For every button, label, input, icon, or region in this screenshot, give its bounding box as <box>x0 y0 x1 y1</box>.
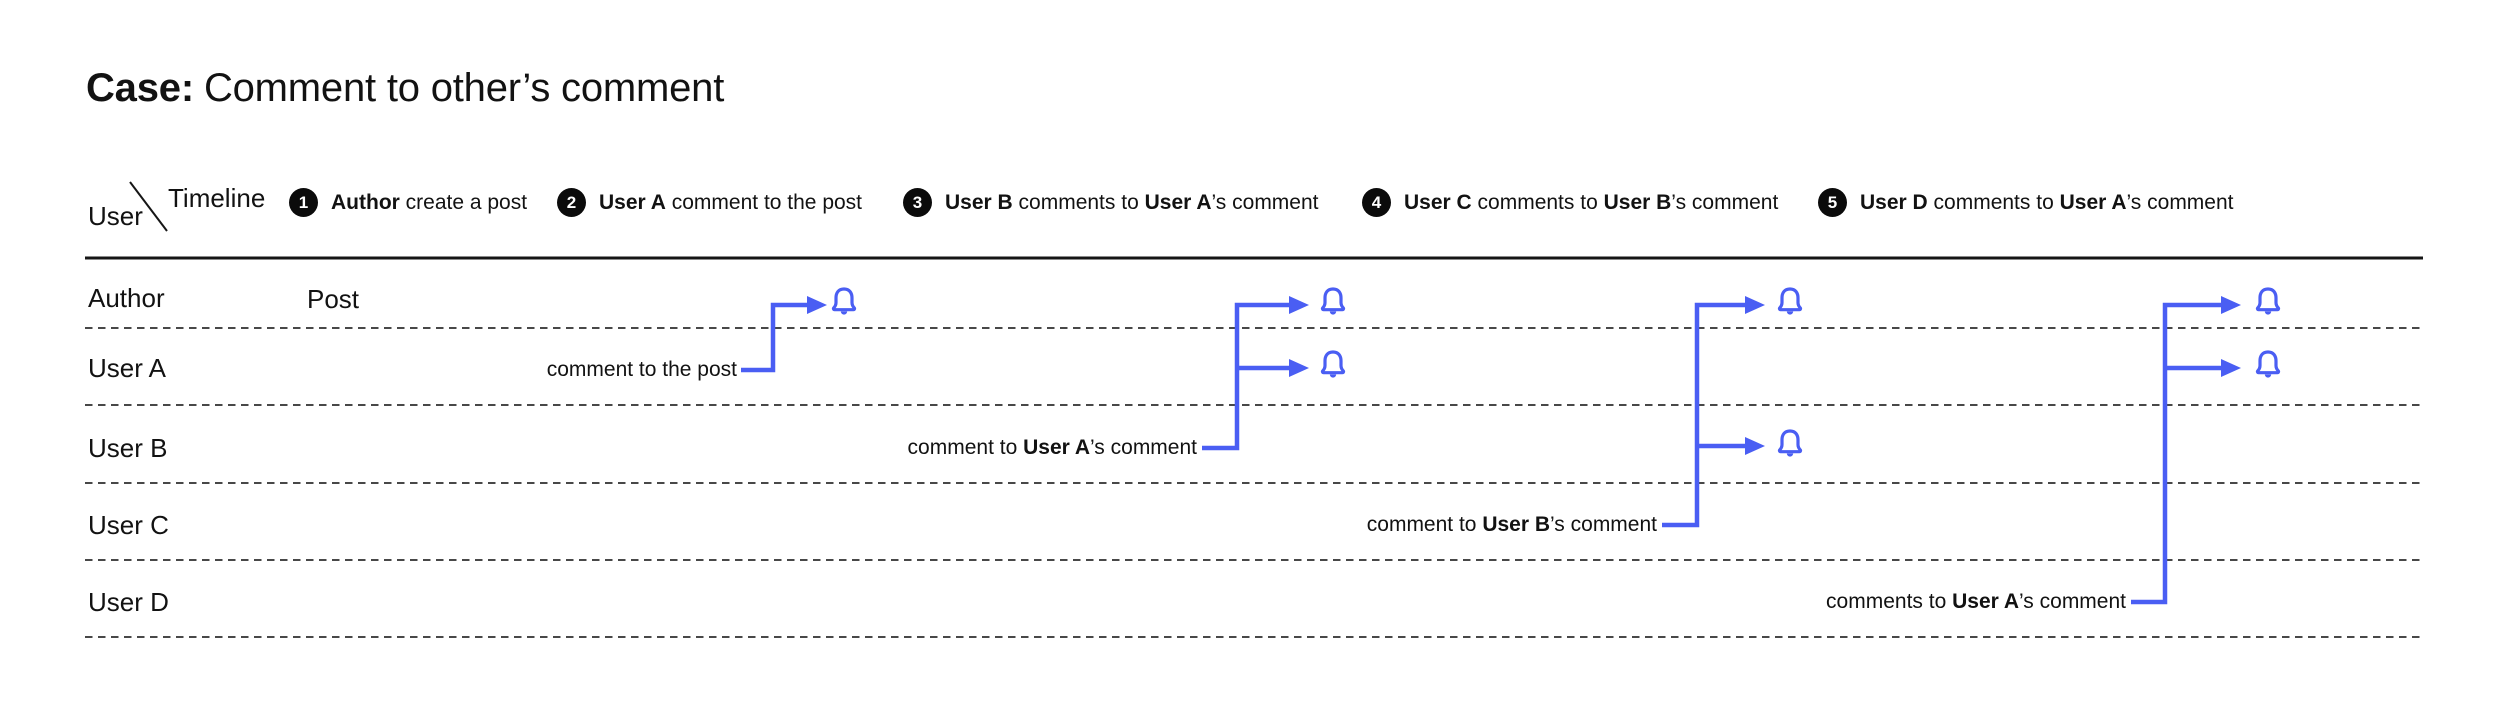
axis-col-header: Timeline <box>168 183 266 213</box>
bell-icon <box>1777 429 1803 459</box>
step-1-text: Author create a post <box>331 188 527 217</box>
step-action: comments to <box>1012 191 1145 214</box>
bell-icon <box>1777 287 1803 317</box>
step-actor: User D <box>1860 191 1928 214</box>
arrowhead-icon <box>1745 437 1765 455</box>
arrowhead-icon <box>1745 296 1765 314</box>
arrowhead-icon <box>807 296 827 314</box>
bell-icon <box>831 287 857 317</box>
post-label: Post <box>307 284 360 314</box>
event-tail: ’s comment <box>1090 436 1197 459</box>
row-label-user-d: User D <box>88 587 169 617</box>
step-actor: User A <box>599 191 666 214</box>
step-3-text: User B comments to User A’s comment <box>945 188 1319 217</box>
step-tail: ’s comment <box>1211 191 1319 214</box>
bell-icon <box>1320 350 1346 380</box>
notify-connector-userc-comment <box>1662 287 1803 528</box>
step-2-badge: 2 <box>557 188 586 217</box>
step-target: User A <box>1144 191 1212 214</box>
event-target: User A <box>1952 590 2020 613</box>
event-text: comment to the post <box>546 358 737 381</box>
timeline-step-2: 2 User A comment to the post <box>557 188 862 217</box>
step-action: create a post <box>399 191 528 214</box>
event-label-userc-comment: comment to User B’s comment <box>1367 514 1657 535</box>
event-label-usera-comment: comment to the post <box>547 359 737 380</box>
step-action: comments to <box>1471 191 1604 214</box>
event-label-userb-comment: comment to User A’s comment <box>908 437 1197 458</box>
step-action: comment to the post <box>665 191 863 214</box>
notify-connector-userb-comment <box>1202 287 1346 451</box>
step-tail: ’s comment <box>1671 191 1779 214</box>
step-actor: User B <box>945 191 1013 214</box>
step-3-badge: 3 <box>903 188 932 217</box>
step-2-text: User A comment to the post <box>599 188 862 217</box>
case-label: Case: <box>86 66 194 110</box>
timeline-step-5: 5 User D comments to User A’s comment <box>1818 188 2234 217</box>
arrowhead-icon <box>1289 296 1309 314</box>
event-tail: ’s comment <box>1550 513 1657 536</box>
event-text: comments to <box>1826 590 1953 613</box>
event-label-userd-comment: comments to User A’s comment <box>1826 591 2126 612</box>
timeline-step-1: 1 Author create a post <box>289 188 527 217</box>
event-text: comment to <box>907 436 1024 459</box>
case-text: Comment to other’s comment <box>203 66 725 110</box>
bell-icon <box>1320 287 1346 317</box>
step-action: comments to <box>1927 191 2060 214</box>
arrowhead-icon <box>2221 296 2241 314</box>
arrowhead-icon <box>1289 359 1309 377</box>
timeline-step-3: 3 User B comments to User A’s comment <box>903 188 1319 217</box>
step-target: User A <box>2059 191 2127 214</box>
step-tail: ’s comment <box>2126 191 2234 214</box>
step-4-text: User C comments to User B’s comment <box>1404 188 1778 217</box>
step-actor: Author <box>331 191 400 214</box>
row-label-user-c: User C <box>88 510 169 540</box>
event-text: comment to <box>1366 513 1483 536</box>
axis-row-header: User <box>88 201 143 231</box>
notify-connector-userd-comment <box>2131 287 2281 605</box>
row-label-user-a: User A <box>88 353 167 383</box>
event-target: User A <box>1023 436 1091 459</box>
step-4-badge: 4 <box>1362 188 1391 217</box>
event-target: User B <box>1482 513 1551 536</box>
arrowhead-icon <box>2221 359 2241 377</box>
step-5-badge: 5 <box>1818 188 1847 217</box>
axis-diagonal-line <box>129 181 168 232</box>
step-5-text: User D comments to User A’s comment <box>1860 188 2234 217</box>
page-title: Case:Comment to other’s comment <box>86 64 724 112</box>
step-target: User B <box>1603 191 1672 214</box>
step-actor: User C <box>1404 191 1472 214</box>
timeline-step-4: 4 User C comments to User B’s comment <box>1362 188 1778 217</box>
bell-icon <box>2255 287 2281 317</box>
notify-connector-usera-comment <box>741 287 857 373</box>
row-label-user-b: User B <box>88 433 168 463</box>
event-tail: ’s comment <box>2019 590 2126 613</box>
step-1-badge: 1 <box>289 188 318 217</box>
row-label-author: Author <box>88 283 165 313</box>
bell-icon <box>2255 350 2281 380</box>
